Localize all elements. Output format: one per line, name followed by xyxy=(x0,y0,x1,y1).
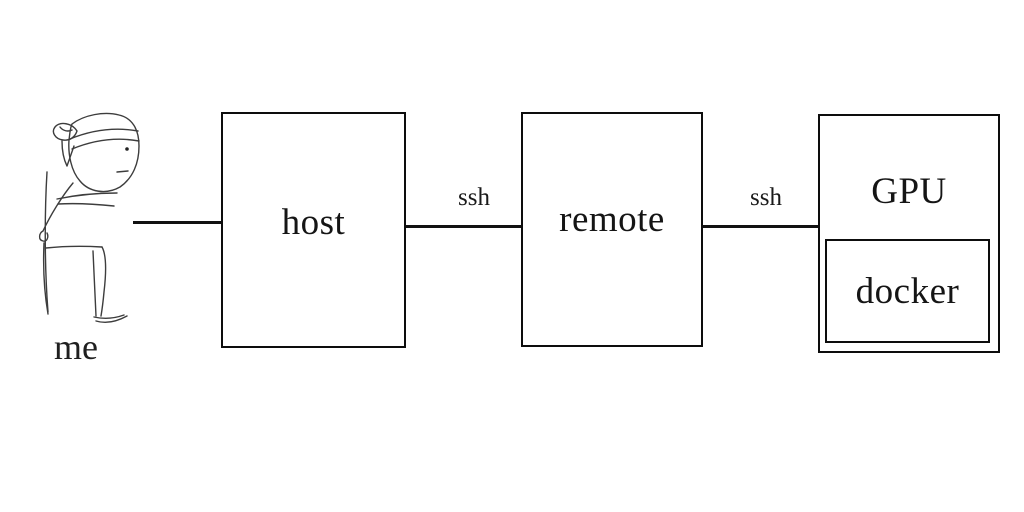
node-docker: docker xyxy=(825,239,990,343)
person-hair-tail xyxy=(61,140,75,167)
person-eye xyxy=(125,147,129,151)
node-gpu: GPU docker xyxy=(818,114,1000,353)
person-foot-sole xyxy=(95,315,128,324)
person-label: me xyxy=(54,327,98,367)
person-arm-upper xyxy=(56,192,118,200)
link-host-remote-label: ssh xyxy=(458,184,490,211)
link-me-host xyxy=(133,221,221,224)
person-shin-back xyxy=(92,250,97,317)
link-remote-gpu-label: ssh xyxy=(750,184,782,211)
node-host: host xyxy=(221,112,406,348)
node-docker-label: docker xyxy=(855,270,960,312)
link-remote-gpu xyxy=(703,225,818,228)
person-arm-lower xyxy=(57,202,115,207)
person-foot xyxy=(93,314,125,320)
person-headband-upper xyxy=(69,128,139,140)
node-host-label: host xyxy=(281,201,346,243)
person-hair-knot xyxy=(52,122,78,141)
person-left-leg xyxy=(42,242,49,315)
person-back-line xyxy=(44,171,49,313)
person-head xyxy=(68,112,140,193)
node-remote-label: remote xyxy=(559,199,665,240)
person-torso-front xyxy=(42,182,74,232)
link-host-remote xyxy=(406,225,521,228)
node-gpu-label-area: GPU xyxy=(820,116,998,239)
person-shin-front xyxy=(100,246,107,317)
person-headband-lower xyxy=(71,138,140,150)
person-sketch xyxy=(38,112,140,324)
node-remote: remote xyxy=(521,112,703,347)
person-hair-knot-inner xyxy=(59,126,73,132)
person-thigh xyxy=(45,245,103,249)
node-gpu-label: GPU xyxy=(871,171,947,212)
person-mouth xyxy=(116,170,129,173)
person-hip xyxy=(38,230,49,242)
